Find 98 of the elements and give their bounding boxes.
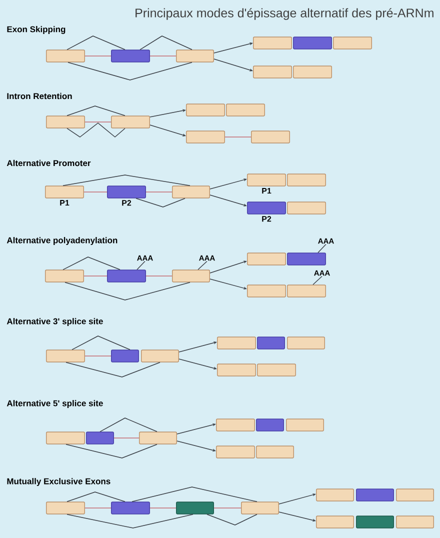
exon-box	[111, 116, 150, 128]
splice-line	[66, 106, 126, 116]
splice-line	[136, 198, 186, 208]
leader-line	[136, 260, 146, 270]
arrow	[210, 178, 247, 190]
intron-line	[224, 136, 252, 138]
exon-box	[293, 66, 332, 78]
splice-line	[66, 444, 158, 458]
exon-box	[287, 202, 326, 214]
splice-line	[64, 282, 190, 300]
exon-box	[186, 130, 225, 144]
leader-line	[312, 276, 322, 286]
exon-box	[217, 364, 256, 376]
exon-box	[287, 174, 326, 186]
exon-box	[256, 446, 294, 458]
exon-box	[86, 432, 114, 444]
splice-line	[66, 122, 126, 138]
exon-box	[111, 50, 150, 62]
promoter-label: P2	[262, 216, 272, 222]
exon-box	[251, 130, 290, 144]
exon-box	[241, 502, 279, 514]
exon-box	[257, 336, 285, 350]
exon-box	[107, 270, 146, 282]
arrow	[278, 493, 316, 504]
exon-box	[111, 502, 150, 514]
leader-line	[318, 244, 326, 254]
promoter-label: P1	[60, 200, 70, 206]
exon-box	[45, 270, 84, 282]
exon-box	[172, 270, 210, 282]
section-heading: Alternative 3' splice site	[6, 318, 103, 326]
exon-box	[247, 174, 286, 186]
exon-box	[45, 186, 84, 198]
exon-box	[287, 284, 326, 298]
splice-line	[72, 336, 130, 350]
exon-box	[396, 488, 434, 502]
exon-box	[247, 252, 286, 266]
section-heading: Alternative 5' splice site	[6, 400, 103, 408]
exon-box	[287, 252, 326, 266]
exon-box	[46, 432, 85, 444]
arrow	[210, 260, 247, 274]
arrow	[210, 194, 247, 206]
exon-box	[356, 516, 394, 528]
splice-line	[100, 418, 158, 432]
exon-box	[396, 516, 434, 528]
exon-box	[316, 516, 354, 528]
splice-line	[68, 62, 192, 80]
exon-box	[46, 116, 85, 128]
exon-box	[253, 66, 292, 78]
exon-box	[141, 350, 179, 362]
exon-box	[46, 502, 85, 514]
exon-box	[46, 50, 85, 62]
exon-box	[293, 36, 332, 50]
section-heading: Intron Retention	[7, 92, 72, 100]
exon-box	[226, 104, 265, 116]
arrow	[178, 341, 217, 352]
splice-line	[66, 362, 160, 378]
exon-box	[286, 418, 324, 432]
promoter-label: P1	[262, 188, 272, 194]
splice-line	[66, 36, 126, 50]
splice-line	[62, 174, 190, 186]
exon-box	[107, 186, 146, 198]
arrow	[214, 58, 253, 72]
exon-box	[176, 50, 214, 62]
exon-box	[247, 284, 286, 298]
splice-line	[66, 514, 194, 528]
arrow	[150, 124, 186, 136]
promoter-label: P2	[122, 200, 132, 206]
exon-box	[253, 36, 292, 50]
section-heading: Mutually Exclusive Exons	[7, 478, 110, 486]
exon-box	[333, 36, 372, 50]
exon-box	[46, 350, 85, 362]
exon-box	[217, 336, 256, 350]
section-heading: Alternative polyadenylation	[6, 237, 118, 245]
section-heading: Exon Skipping	[7, 26, 66, 34]
exon-box	[216, 418, 255, 432]
exon-box	[172, 186, 210, 198]
splice-line	[66, 492, 126, 502]
splice-line	[140, 36, 192, 50]
exon-box	[139, 432, 177, 444]
exon-box	[247, 202, 286, 214]
exon-box	[216, 446, 255, 458]
exon-box	[257, 364, 296, 376]
arrow	[214, 42, 253, 54]
exon-box	[256, 418, 284, 432]
exon-box	[176, 502, 214, 514]
exon-box	[356, 488, 394, 502]
splice-line	[132, 486, 258, 502]
exon-box	[111, 350, 139, 362]
arrow	[150, 109, 186, 118]
exon-box	[316, 488, 354, 502]
exon-box	[186, 104, 225, 116]
arrow	[176, 423, 216, 434]
splice-line	[206, 514, 258, 526]
splice-line	[62, 256, 120, 270]
section-heading: Alternative Promoter	[6, 160, 91, 166]
exon-box	[287, 336, 325, 350]
title: Principaux modes d'épissage alternatif des pré-ARNm	[136, 8, 434, 20]
leader-line	[198, 260, 208, 270]
